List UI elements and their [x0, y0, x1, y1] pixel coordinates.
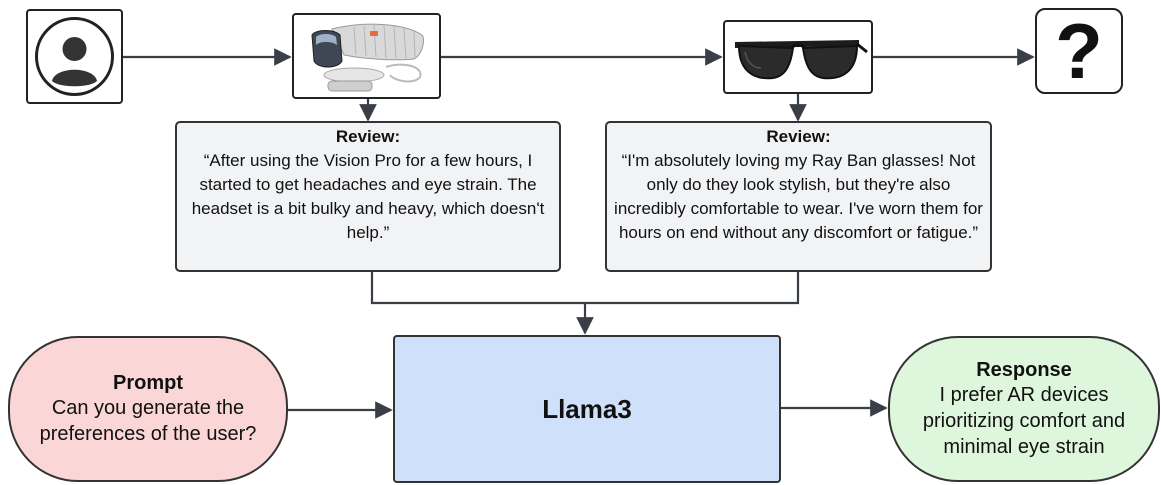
prompt-node: Prompt Can you generate the preferences …	[8, 336, 288, 482]
headset-card	[292, 13, 441, 99]
model-label: Llama3	[542, 393, 632, 424]
unknown-item-card: ?	[1035, 8, 1123, 94]
review-ray-ban: Review: “I'm absolutely loving my Ray Ba…	[605, 121, 992, 272]
response-text: I prefer AR devices prioritizing comfort…	[922, 384, 1126, 458]
review-1-title: Review:	[335, 127, 401, 146]
vision-pro-headset-icon	[311, 23, 425, 92]
user-card	[26, 9, 123, 104]
question-mark: ?	[1055, 7, 1103, 95]
ray-ban-glasses-icon	[735, 40, 868, 80]
response-node: Response I prefer AR devices prioritizin…	[888, 336, 1160, 482]
review-2-title: Review:	[766, 127, 831, 146]
model-node: Llama3	[393, 335, 781, 483]
user-avatar-icon	[35, 17, 114, 96]
prompt-title: Prompt	[113, 372, 183, 394]
review-vision-pro: Review: “After using the Vision Pro for …	[175, 121, 561, 272]
merge-reviews-line	[370, 272, 800, 305]
response-title: Response	[976, 359, 1072, 381]
review-1-text: “After using the Vision Pro for a few ho…	[191, 151, 545, 242]
review-2-text: “I'm absolutely loving my Ray Ban glasse…	[614, 151, 983, 242]
glasses-card	[723, 20, 873, 94]
prompt-text: Can you generate the preferences of the …	[39, 397, 257, 445]
